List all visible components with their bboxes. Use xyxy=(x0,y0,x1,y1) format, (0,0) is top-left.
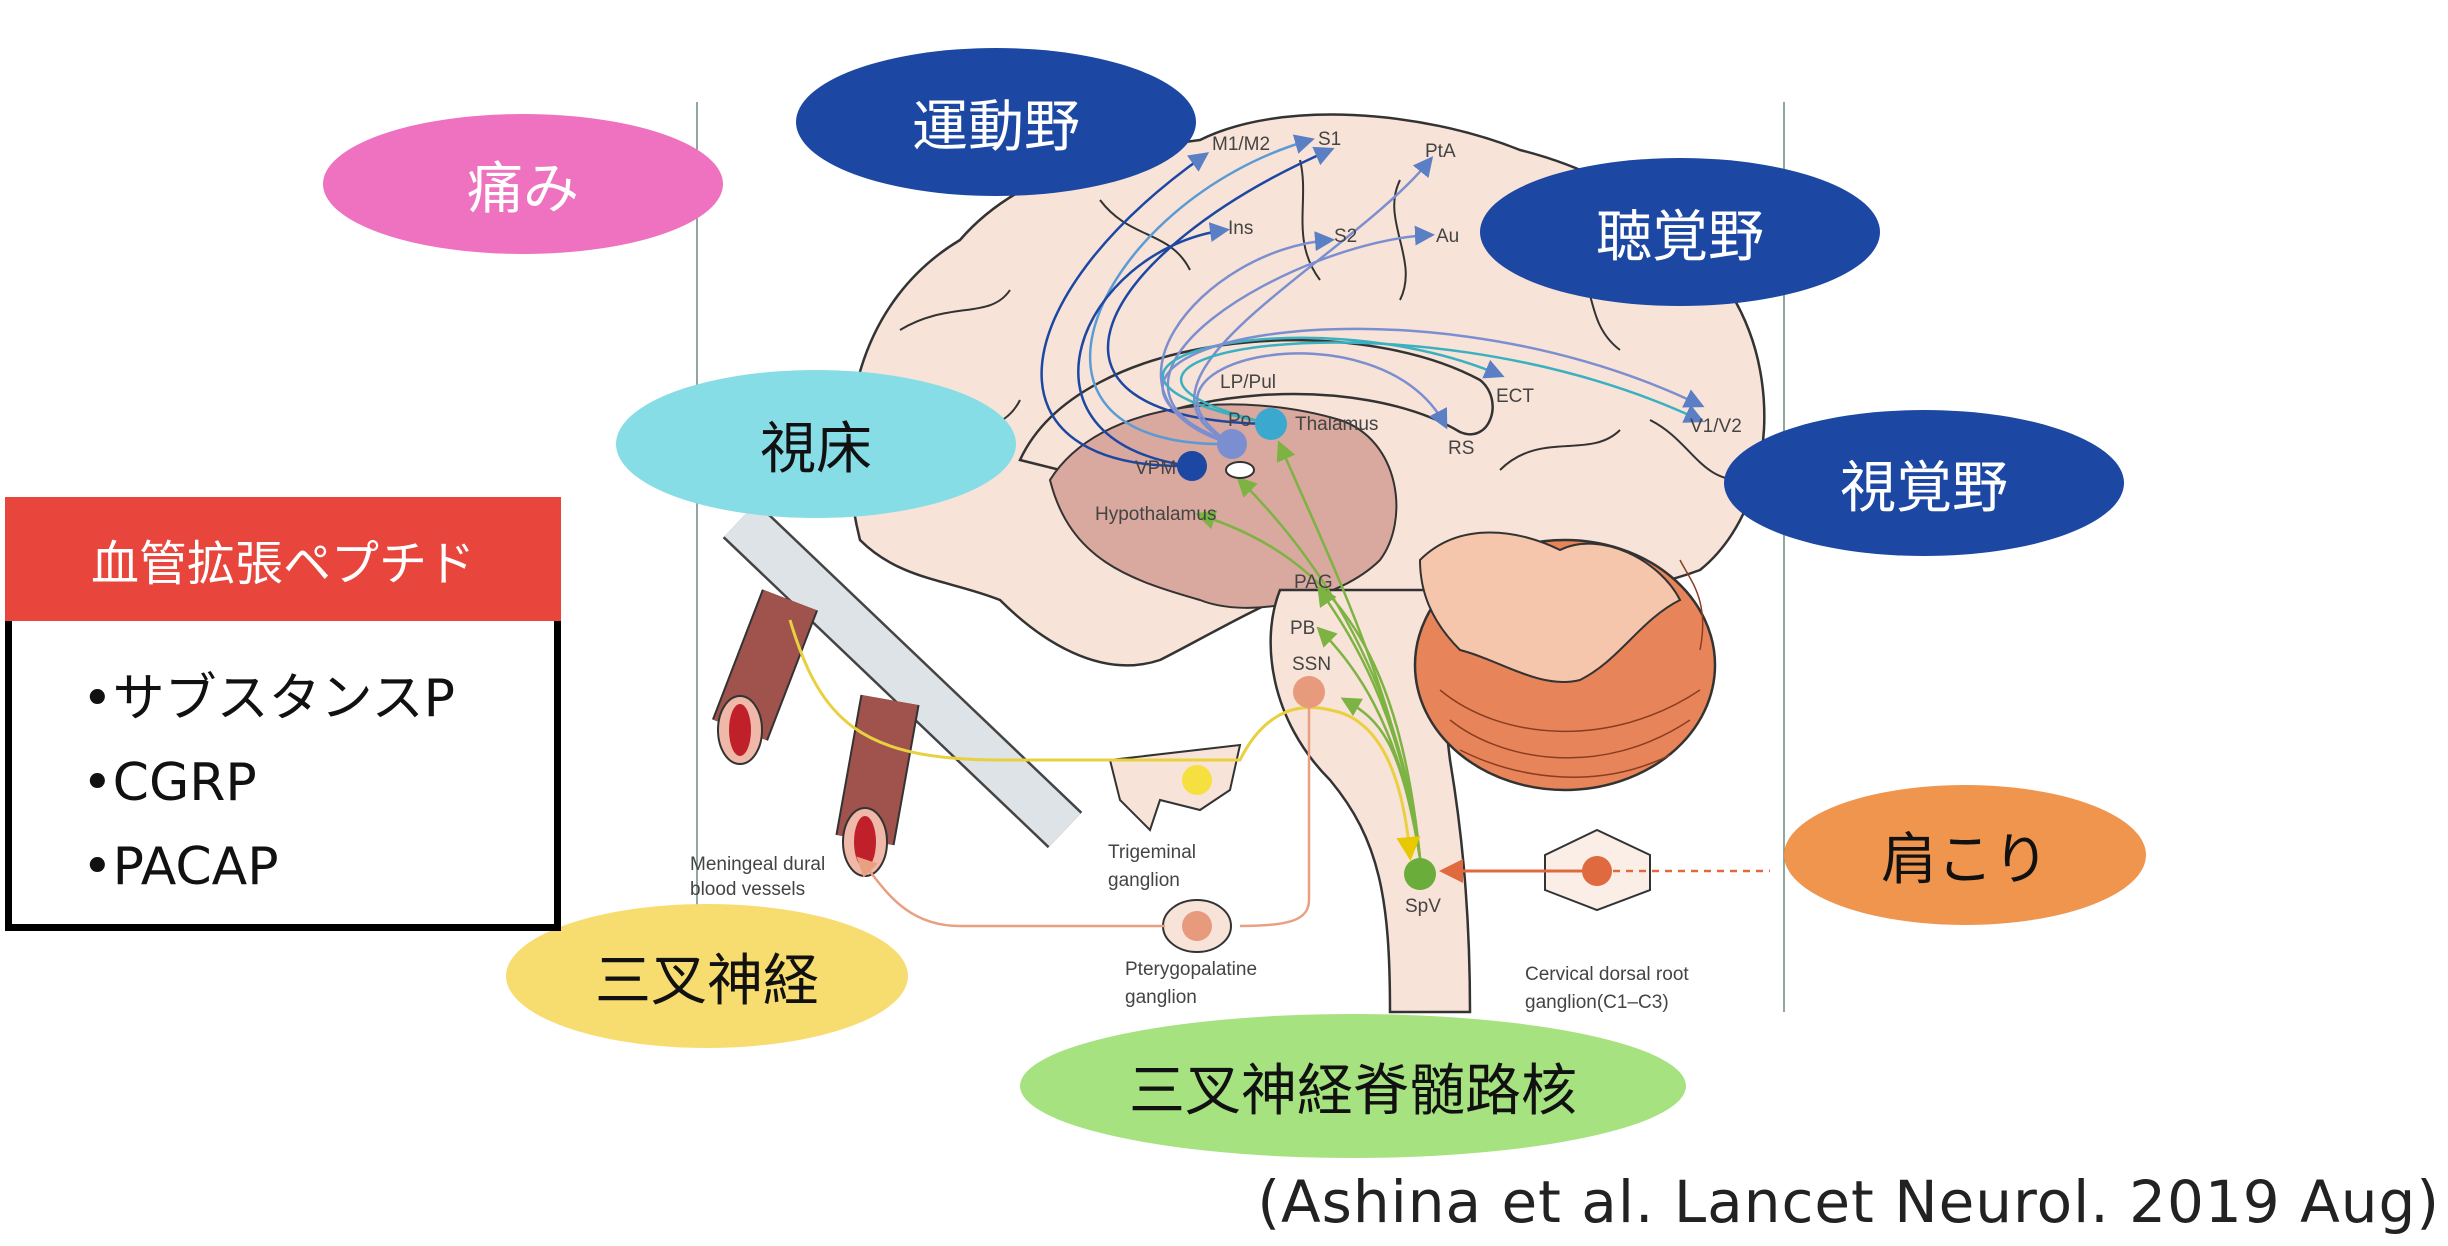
callout-pain: 痛み xyxy=(323,114,723,254)
skull-bone xyxy=(722,501,1083,849)
po-dot xyxy=(1217,429,1247,459)
label-trigeminal-2: ganglion xyxy=(1108,870,1180,891)
citation: (Ashina et al. Lancet Neurol. 2019 Aug) xyxy=(1257,1168,2440,1236)
label-v1v2: V1/V2 xyxy=(1690,416,1742,437)
label-meningeal-2: blood vessels xyxy=(690,879,805,900)
peptide-item: •サブスタンスP xyxy=(82,669,455,729)
cervical-ganglion-dot xyxy=(1582,856,1612,886)
label-pag: PAG xyxy=(1294,572,1333,593)
ascending-pathways xyxy=(1195,440,1422,859)
label-trigeminal-1: Trigeminal xyxy=(1108,842,1196,863)
vasodilator-peptide-box: 血管拡張ペプチド •サブスタンスP •CGRP •PACAP xyxy=(5,497,561,931)
pterygopalatine-dot xyxy=(1182,911,1212,941)
corpus-callosum xyxy=(1018,339,1494,472)
label-rs: RS xyxy=(1448,438,1474,459)
label-vpm: VPM xyxy=(1135,458,1176,479)
trigeminal-ganglion-shape xyxy=(1108,743,1242,832)
label-spv: SpV xyxy=(1405,896,1441,917)
label-ect: ECT xyxy=(1496,386,1534,407)
thalamocortical-pathways xyxy=(1040,134,1705,468)
callout-shoulder-stiffness: 肩こり xyxy=(1784,785,2146,925)
label-cervical-1: Cervical dorsal root xyxy=(1525,964,1689,985)
label-meningeal-1: Meningeal dural xyxy=(690,854,825,875)
callout-motor-cortex: 運動野 xyxy=(796,48,1196,196)
thalamus-dot xyxy=(1255,408,1287,440)
peptide-item: •PACAP xyxy=(82,837,279,897)
callout-visual-cortex: 視覚野 xyxy=(1724,410,2124,556)
spv-dot xyxy=(1404,858,1436,890)
cerebellum xyxy=(1413,531,1717,792)
parasympathetic-pathway xyxy=(860,700,1311,928)
label-ptery-1: Pterygopalatine xyxy=(1125,959,1257,980)
label-hypothalamus: Hypothalamus xyxy=(1095,504,1216,525)
label-po: Po xyxy=(1228,410,1251,431)
ssn-dot xyxy=(1293,676,1325,708)
peptide-list: •サブスタンスP •CGRP •PACAP xyxy=(5,621,561,931)
peptide-item: •CGRP xyxy=(82,753,257,813)
label-pb: PB xyxy=(1290,618,1315,639)
callout-trigeminal-nerve: 三叉神経 xyxy=(506,904,908,1048)
label-ssn: SSN xyxy=(1292,654,1331,675)
label-au: Au xyxy=(1436,226,1459,247)
peptide-box-title: 血管拡張ペプチド xyxy=(5,497,561,621)
callout-auditory-cortex: 聴覚野 xyxy=(1480,158,1880,306)
trigeminal-ganglion-dot xyxy=(1182,765,1212,795)
label-s2: S2 xyxy=(1334,226,1357,247)
small-white-oval xyxy=(1225,461,1255,479)
trigeminal-pathway xyxy=(788,619,1421,861)
callout-thalamus: 視床 xyxy=(616,370,1016,518)
label-lppul: LP/Pul xyxy=(1220,372,1276,393)
label-thalamus: Thalamus xyxy=(1295,414,1378,435)
label-cervical-2: ganglion(C1–C3) xyxy=(1525,992,1669,1013)
label-pta: PtA xyxy=(1425,141,1456,162)
label-ins: Ins xyxy=(1228,218,1253,239)
label-m1m2: M1/M2 xyxy=(1212,134,1270,155)
label-s1: S1 xyxy=(1318,129,1341,150)
label-ptery-2: ganglion xyxy=(1125,987,1197,1008)
vpm-dot xyxy=(1177,451,1207,481)
callout-spinal-trigeminal-nucleus: 三叉神経脊髄路核 xyxy=(1020,1014,1686,1158)
